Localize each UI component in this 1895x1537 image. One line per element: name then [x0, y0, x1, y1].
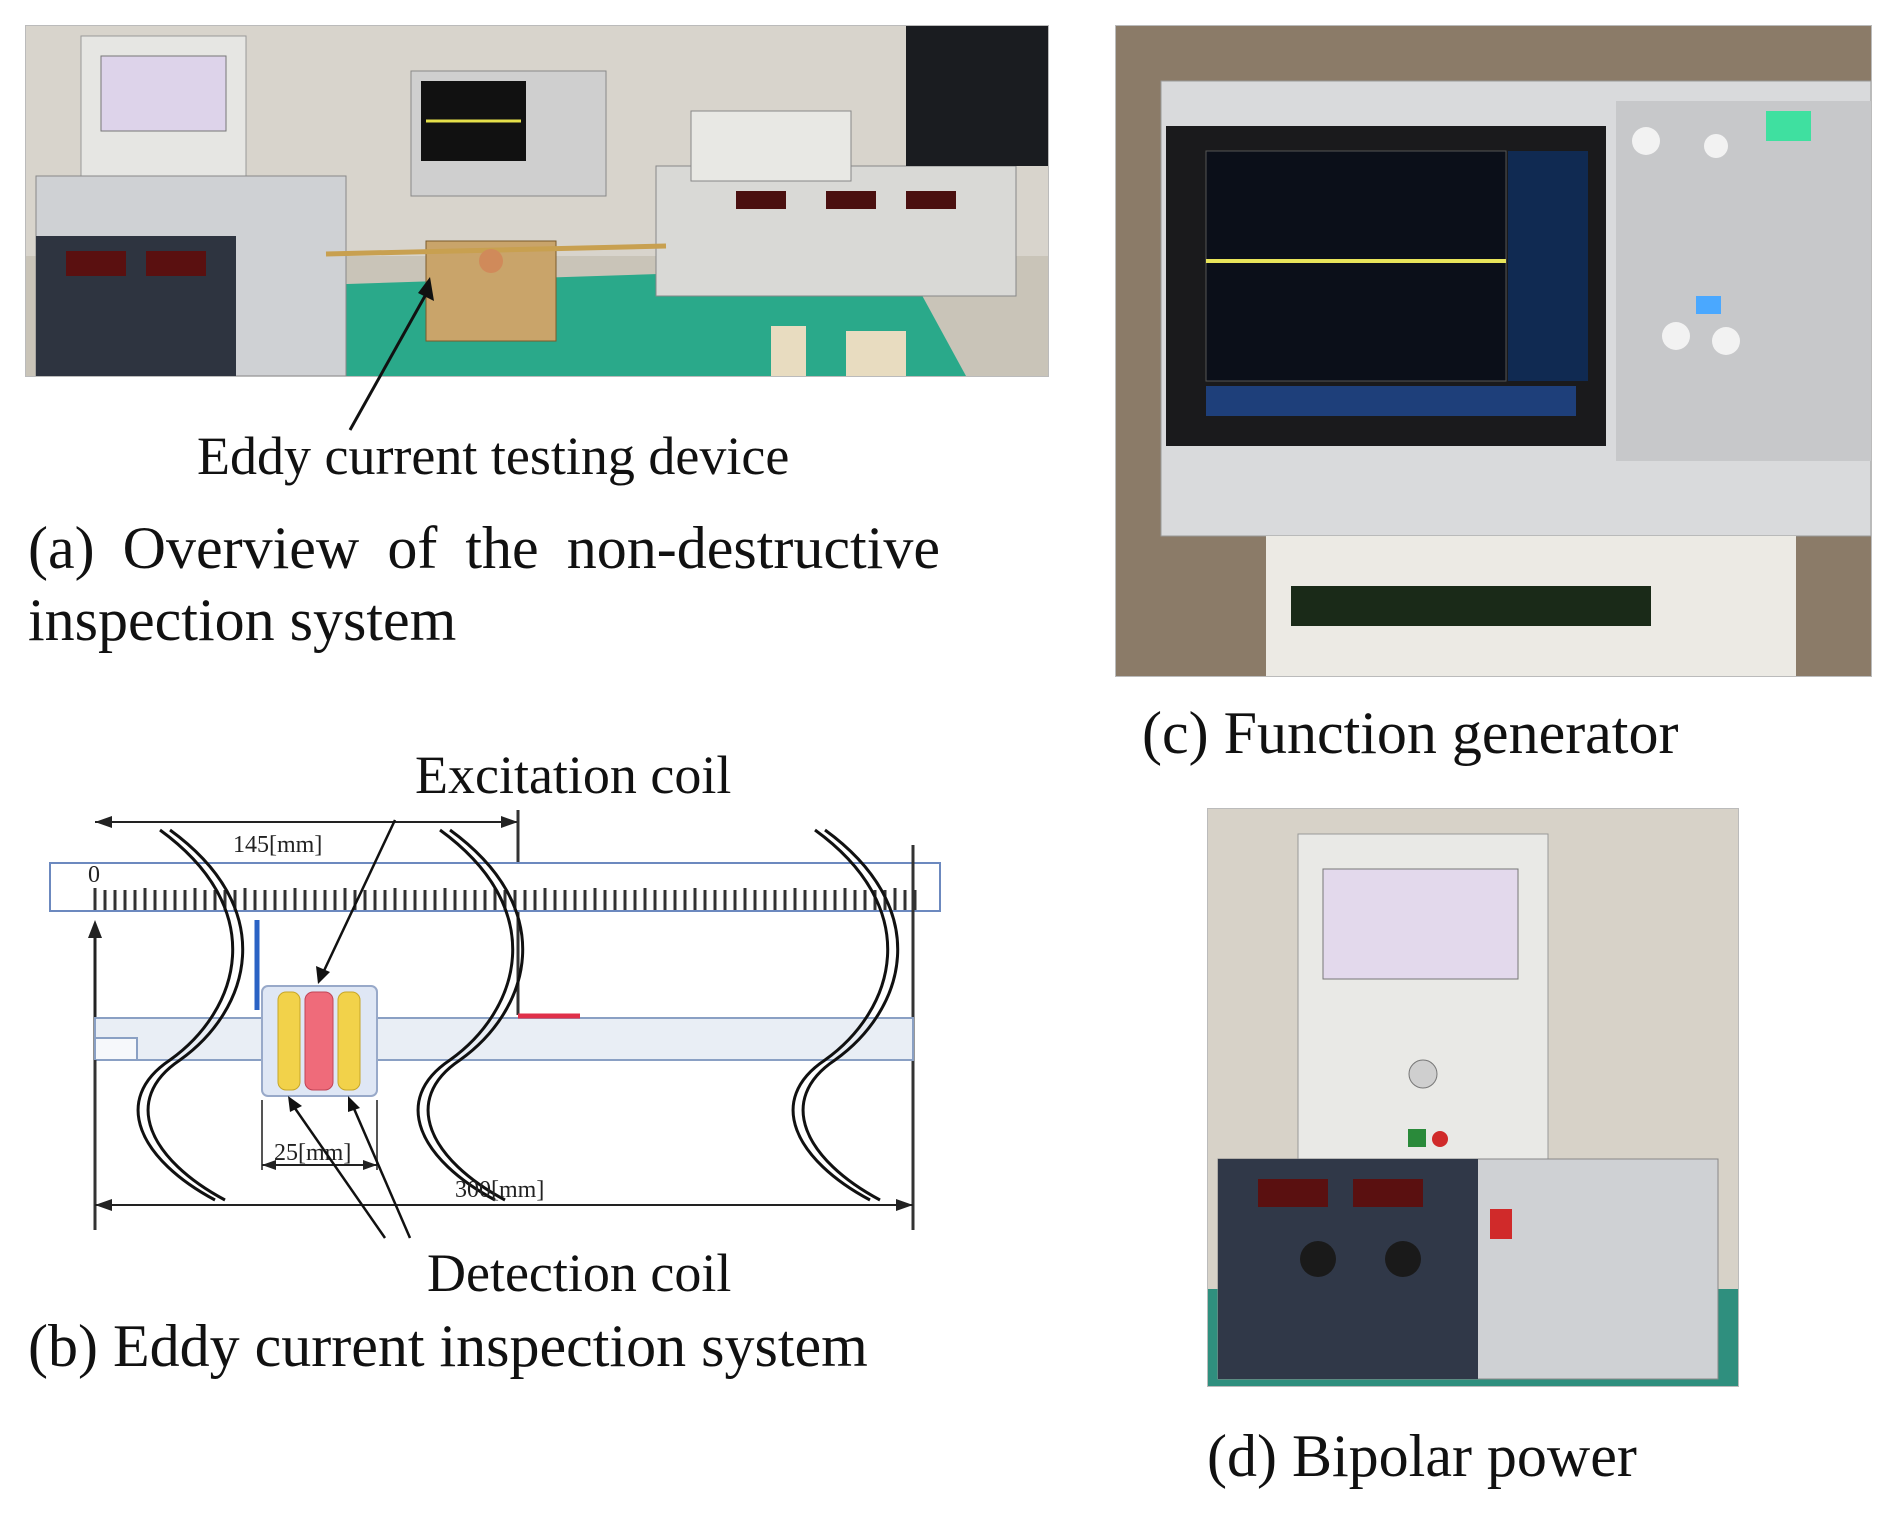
annotation-arrow	[348, 277, 434, 431]
dim-25-label: 25[mm]	[274, 1140, 351, 1166]
detection-coil-label: Detection coil	[427, 1243, 732, 1303]
caption-d: (d) Bipolar power	[1207, 1423, 1637, 1489]
detection-coil-left	[277, 991, 301, 1091]
dim-145-label: 145[mm]	[233, 832, 322, 858]
bipolar-power-photo	[1207, 808, 1739, 1387]
detection-coil-right	[337, 991, 361, 1091]
excitation-coil-label: Excitation coil	[415, 745, 732, 805]
ruler-zero: 0	[88, 862, 100, 888]
eddy-current-schematic: 145[mm] 0 25[mm] 300[mm]	[49, 810, 941, 1239]
caption-a: (a) Overview of the non-destructive insp…	[28, 515, 940, 653]
pipe	[94, 1017, 914, 1061]
testing-device-label: Eddy current testing device	[197, 426, 790, 486]
overview-photo	[25, 25, 1049, 377]
caption-b: (b) Eddy current inspection system	[28, 1313, 868, 1379]
dim-300-label: 300[mm]	[455, 1177, 544, 1203]
caption-c: (c) Function generator	[1142, 700, 1679, 766]
excitation-coil	[304, 991, 334, 1091]
ruler-ticks	[93, 888, 917, 910]
function-generator-photo	[1115, 25, 1872, 677]
